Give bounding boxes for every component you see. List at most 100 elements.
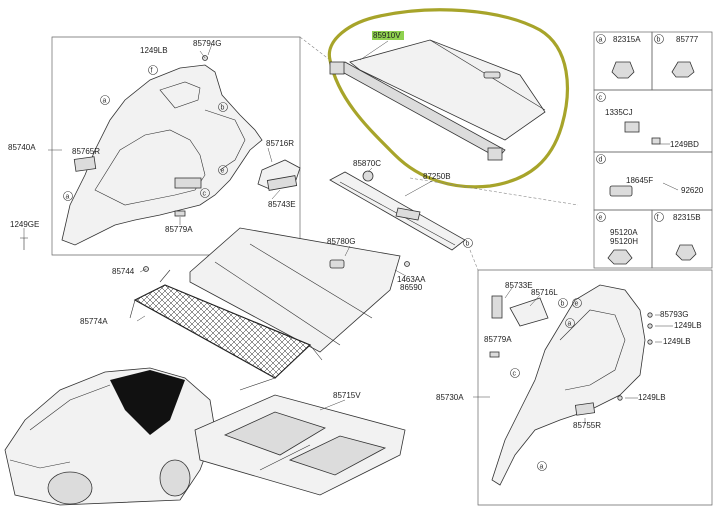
detail-c-callout: c [596,92,606,102]
left-trim-group: f a b e c a 1249LB 85794G 85740A 85765R … [8,36,331,276]
bracket-85779A [174,210,186,217]
bracket-85779A-b [489,351,500,358]
callout-a-left1: a [100,95,110,105]
right-quarter-trim-panel [491,284,646,486]
leader [319,399,346,411]
leader [359,40,389,61]
board-handle [329,259,345,269]
svg-text:f: f [151,68,153,75]
roller-end-left [329,61,345,75]
leader [199,50,206,59]
watermark-text: Avito [643,476,687,496]
svg-text:a: a [599,37,603,44]
trim-inner-line [204,109,246,171]
callout-e-right: e [572,298,582,308]
roller-end-right [487,147,503,161]
detail-box-f [651,209,713,269]
label-85794G: 85794G [193,39,221,48]
label-95120H: 95120H [610,237,638,246]
clip-85777-icon [671,61,695,78]
leader [504,287,513,299]
svg-text:c: c [203,191,207,198]
label-1249LB-d: 1249LB [638,393,666,402]
clip-1249LB-icon-3 [617,395,623,401]
label-85730A: 85730A [436,393,464,402]
watermark-logo-dot-2 [630,476,638,484]
side-cover-85716L [509,297,549,327]
left-quarter-trim-panel [61,64,263,246]
trim-pocket [174,177,202,189]
luggage-board-85780G [189,227,401,353]
svg-text:c: c [513,371,517,378]
leader [344,245,351,257]
sill-clip-85870C [362,170,374,182]
vehicle-wheel-rear [159,459,191,497]
highlight-label-bg [372,31,404,40]
leader [267,147,273,163]
callout-a-left2: a [63,191,73,201]
right-trim-recess [559,309,626,391]
label-85870C: 85870C [353,159,381,168]
sill-latch-cover [395,207,421,221]
tray-divider [259,444,311,471]
svg-text:a: a [103,98,107,105]
screw-1249GE-icon [20,237,28,250]
leader [404,180,433,197]
label-1463AA: 1463AA [397,275,426,284]
label-85743E: 85743E [268,200,296,209]
svg-text:d: d [599,157,603,164]
callout-a-right2: a [537,461,547,471]
detail-e-callout: e [596,212,606,222]
label-82315B: 82315B [673,213,701,222]
screw-1249BD-icon [651,137,661,145]
leader [367,167,373,173]
dash-link-right [469,249,479,271]
label-85777: 85777 [676,35,699,44]
svg-text:a: a [568,321,572,328]
label-1249LB-a: 1249LB [140,46,168,55]
clip-82315A-icon [611,61,635,79]
label-85716R: 85716R [266,139,294,148]
callout-f-left: f [148,65,158,75]
label-1335CJ: 1335CJ [605,108,633,117]
svg-text:c: c [599,95,603,102]
svg-text:f: f [657,215,659,222]
bracket-85733E [491,295,503,319]
label-85715V: 85715V [333,391,361,400]
detail-b-callout: b [654,34,664,44]
tray-compartment-2 [288,435,387,476]
label-85774A: 85774A [80,317,108,326]
label-85780G: 85780G [327,237,355,246]
label-85744: 85744 [112,267,135,276]
cargo-cover-group: 85910V [327,8,569,189]
right-group-frame [477,269,713,506]
callout-b-sill: b [463,238,473,248]
callout-e-left: e [218,165,228,175]
detail-d-callout: d [596,154,606,164]
label-95120A: 95120A [610,228,638,237]
label-85910V: 85910V [373,31,401,40]
vehicle-window-line [29,384,111,431]
svg-text:a: a [66,194,70,201]
label-1249GE: 1249GE [10,220,39,229]
callout-a-right1: a [565,318,575,328]
label-85733E: 85733E [505,281,533,290]
detail-f-callout: f [654,212,664,222]
label-1249BD: 1249BD [670,140,699,149]
dash-link [409,177,579,206]
side-cover-inner [266,175,298,191]
vehicle-wheel-front [47,471,93,505]
label-plate-85755R [574,402,596,416]
watermark: Avito [618,476,687,496]
sensor-95120-icon [607,249,633,265]
callout-b-left: b [218,102,228,112]
board-seam-1 [214,261,341,346]
label-18645F: 18645F [626,176,653,185]
svg-text:e: e [599,215,603,222]
sill-trim-group: b 85870C 87250B [329,159,579,251]
leader [207,43,213,56]
svg-text:b: b [561,301,565,308]
label-1249LB-b: 1249LB [674,321,702,330]
svg-text:e: e [575,301,579,308]
